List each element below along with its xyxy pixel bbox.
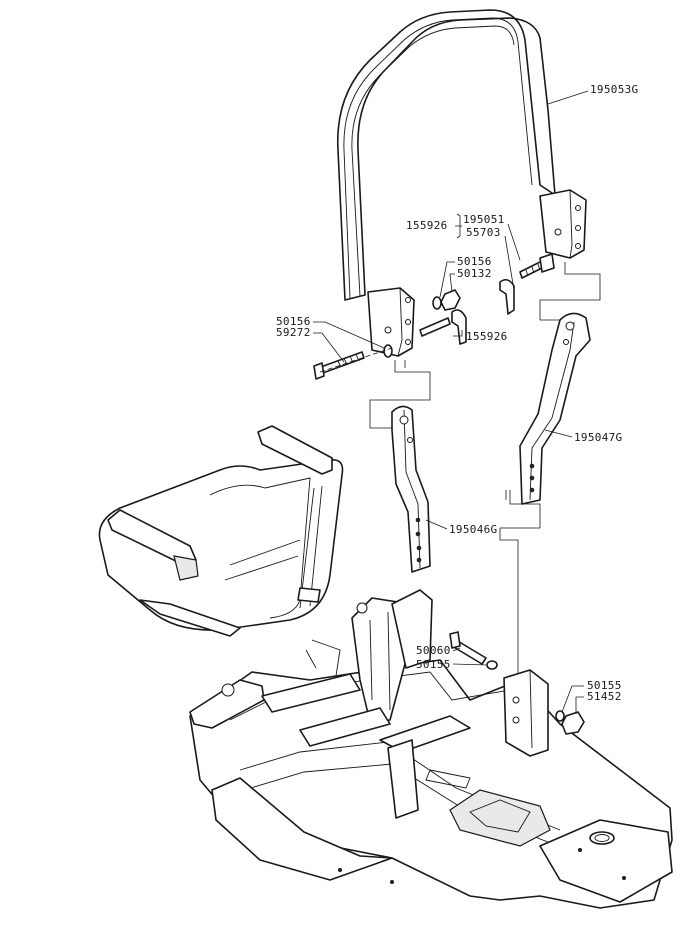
callout-195046G: 195046G — [449, 523, 498, 536]
phantom-connectors — [369, 262, 601, 680]
callout-59272: 59272 — [276, 326, 311, 339]
right-hardware — [499, 253, 555, 315]
chassis-hardware — [449, 631, 585, 735]
left-hardware — [313, 289, 467, 380]
callout-50156-left: 50156 — [276, 315, 311, 328]
right-upright-195047G — [519, 312, 591, 505]
callout-155926-right: 155926 — [466, 330, 508, 343]
callout-50060: 50060 — [416, 644, 451, 657]
leader-lines — [313, 90, 589, 714]
callout-155926-left: 155926 — [406, 219, 448, 232]
chassis-frame — [189, 589, 673, 909]
callout-195053G: 195053G — [590, 83, 639, 96]
callout-50156-top: 50156 — [457, 255, 492, 268]
callout-50155-right: 50155 — [587, 679, 622, 692]
callout-55703: 55703 — [466, 226, 501, 239]
callout-195051: 195051 — [463, 213, 505, 226]
callout-51452: 51452 — [587, 690, 622, 703]
callout-50155-left: 50155 — [416, 658, 451, 671]
seat — [98, 425, 344, 637]
callout-50132: 50132 — [457, 267, 492, 280]
roll-bar-hoop — [336, 9, 587, 357]
callout-195047G: 195047G — [574, 431, 623, 444]
left-upright-195046G — [391, 405, 431, 573]
